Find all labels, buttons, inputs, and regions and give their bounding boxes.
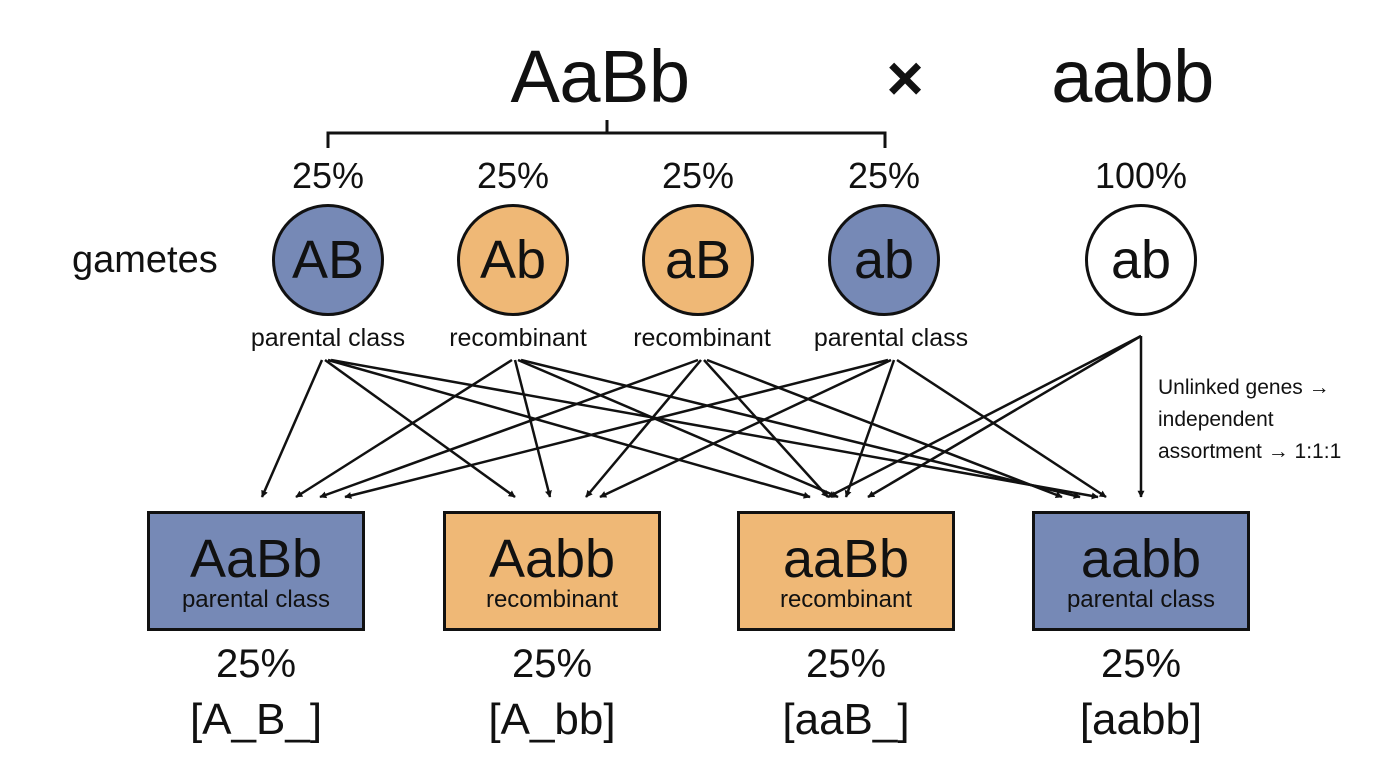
gamete-class-label: parental class bbox=[250, 324, 406, 352]
offspring-box: aabb parental class bbox=[1032, 511, 1250, 631]
offspring-class-label: recombinant bbox=[485, 586, 619, 613]
gamete-percent: 25% bbox=[291, 155, 365, 196]
gamete-to-offspring-arrow bbox=[599, 358, 892, 499]
note-line: independent bbox=[1158, 408, 1274, 431]
cross-symbol: × bbox=[886, 42, 924, 114]
gamete-percent: 25% bbox=[476, 155, 550, 196]
offspring-class-label: recombinant bbox=[779, 586, 913, 613]
gamete-circle: AB bbox=[272, 204, 384, 316]
offspring-phenotype: [aaB_] bbox=[782, 695, 910, 744]
independent-assortment-note: Unlinked genes → independent assortment … bbox=[1158, 372, 1368, 468]
gamete-to-offspring-arrow bbox=[585, 359, 702, 498]
offspring-genotype: AaBb bbox=[189, 529, 323, 589]
gamete-to-offspring-arrow bbox=[827, 334, 1142, 499]
tester-gamete-circle: ab bbox=[1085, 204, 1197, 316]
offspring-percent: 25% bbox=[805, 642, 887, 686]
gamete-to-offspring-arrow bbox=[867, 334, 1142, 499]
note-line: assortment → 1:1:1 bbox=[1158, 440, 1342, 463]
parent1-genotype: AaBb bbox=[510, 35, 690, 118]
offspring-class-label: parental class bbox=[1066, 586, 1216, 613]
gamete-circle: ab bbox=[828, 204, 940, 316]
offspring-phenotype: [A_B_] bbox=[189, 695, 323, 744]
offspring-percent: 25% bbox=[1100, 642, 1182, 686]
gamete-to-offspring-arrow bbox=[896, 358, 1107, 499]
gamete-class-label: recombinant bbox=[449, 324, 587, 352]
gamete-circle: Ab bbox=[457, 204, 569, 316]
gamete-offspring-arrows bbox=[260, 334, 1145, 500]
gamete-to-offspring-arrow bbox=[330, 358, 1099, 500]
offspring-genotype: Aabb bbox=[488, 529, 616, 589]
offspring-class-label: parental class bbox=[181, 586, 331, 613]
gamete-to-offspring-arrow bbox=[517, 358, 839, 499]
gamete-circle: aB bbox=[642, 204, 754, 316]
offspring-phenotype: [A_bb] bbox=[488, 695, 616, 744]
gamete-to-offspring-arrow bbox=[703, 359, 829, 498]
offspring-genotype: aaBb bbox=[782, 529, 910, 589]
offspring-box: AaBb parental class bbox=[147, 511, 365, 631]
gamete-bracket bbox=[326, 120, 887, 148]
tester-gamete-percent: 100% bbox=[1094, 155, 1188, 196]
offspring-box: Aabb recombinant bbox=[443, 511, 661, 631]
gamete-to-offspring-arrow bbox=[260, 359, 324, 498]
gamete-to-offspring-arrow bbox=[513, 359, 552, 498]
gamete-to-offspring-arrow bbox=[520, 358, 1081, 499]
parent2-genotype: aabb bbox=[1051, 35, 1214, 118]
gamete-to-offspring-arrow bbox=[295, 358, 513, 499]
gamete-to-offspring-arrow bbox=[706, 358, 1063, 499]
gamete-to-offspring-arrow bbox=[844, 359, 896, 498]
gamete-to-offspring-arrow bbox=[327, 358, 811, 499]
gamete-percent: 25% bbox=[847, 155, 921, 196]
offspring-percent: 25% bbox=[511, 642, 593, 686]
gamete-to-offspring-arrow bbox=[344, 358, 889, 499]
offspring-percent: 25% bbox=[215, 642, 297, 686]
gamete-class-label: recombinant bbox=[633, 324, 771, 352]
offspring-genotype: aabb bbox=[1080, 529, 1202, 589]
offspring-phenotype: [aabb] bbox=[1079, 695, 1203, 744]
gamete-to-offspring-arrow bbox=[319, 358, 699, 499]
gametes-row-label: gametes bbox=[72, 239, 218, 281]
gamete-to-offspring-arrow bbox=[324, 358, 516, 499]
note-line: Unlinked genes → bbox=[1158, 376, 1330, 399]
gamete-class-label: parental class bbox=[813, 324, 969, 352]
gamete-percent: 25% bbox=[661, 155, 735, 196]
offspring-box: aaBb recombinant bbox=[737, 511, 955, 631]
